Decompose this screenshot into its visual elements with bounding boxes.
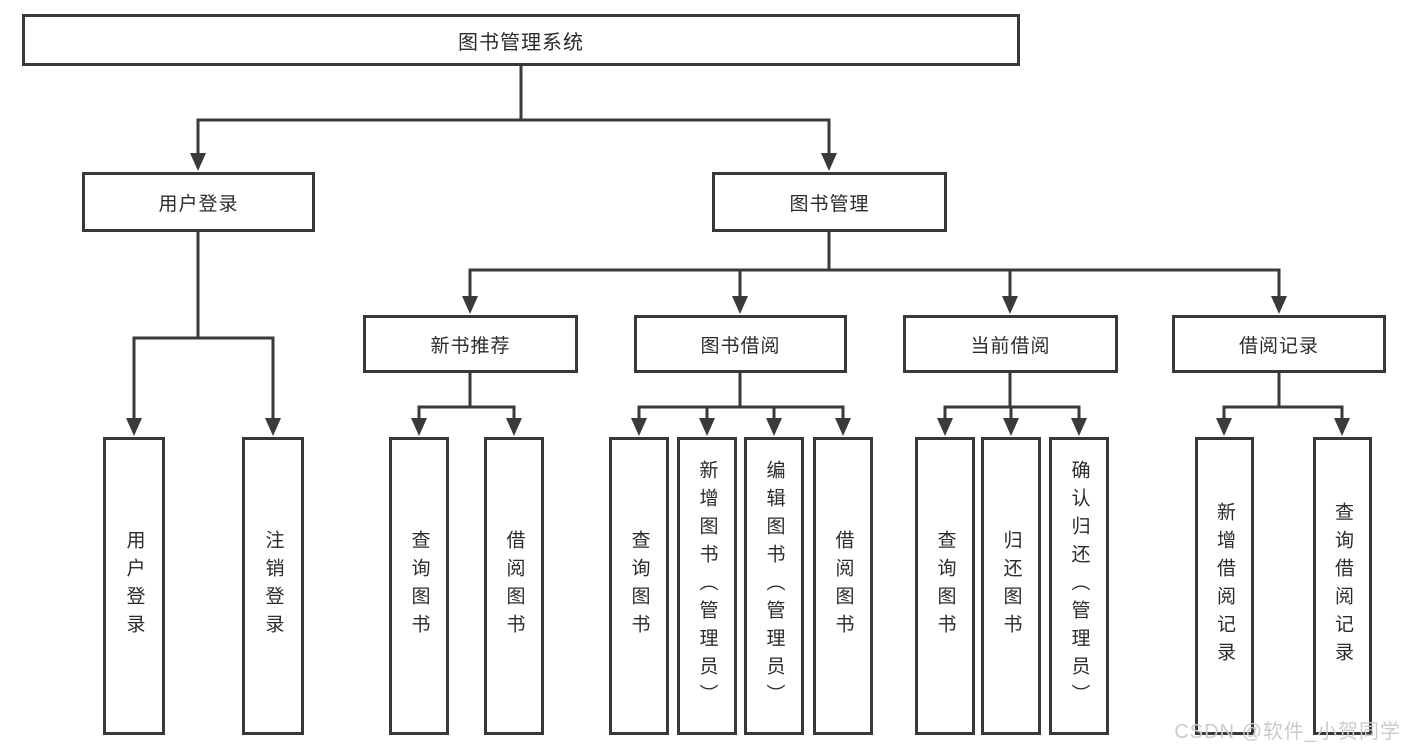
node-book-management-system: 图书管理系统 xyxy=(22,14,1020,66)
arrow-icon xyxy=(1271,296,1287,314)
edge-borrowing-records xyxy=(1222,373,1344,420)
arrow-icon xyxy=(699,418,715,436)
node-new-book-recommend: 新书推荐 xyxy=(363,315,578,373)
arrow-icon xyxy=(1002,296,1018,314)
leaf-borrow-books-borrowing: 借阅图书 xyxy=(813,437,873,735)
arrow-icon xyxy=(1071,418,1087,436)
edge-new-book-recommend xyxy=(417,373,516,420)
arrow-icon xyxy=(265,418,281,436)
leaf-user-login: 用户登录 xyxy=(103,437,165,735)
leaf-borrow-books-recommend: 借阅图书 xyxy=(484,437,544,735)
arrow-icon xyxy=(835,418,851,436)
arrow-icon xyxy=(937,418,953,436)
csdn-watermark: CSDN @软件_小贺同学 xyxy=(1174,721,1401,743)
arrowheads xyxy=(126,153,1350,436)
arrow-icon xyxy=(126,418,142,436)
leaf-query-books-borrowing: 查询图书 xyxy=(609,437,669,735)
edge-root xyxy=(196,66,831,154)
edge-book-management xyxy=(468,232,1281,297)
node-current-borrowing: 当前借阅 xyxy=(903,315,1118,373)
node-book-borrowing: 图书借阅 xyxy=(634,315,847,373)
leaf-add-borrow-record: 新增借阅记录 xyxy=(1195,437,1254,735)
node-user-login-group: 用户登录 xyxy=(82,172,315,232)
leaf-logout: 注销登录 xyxy=(242,437,304,735)
leaf-query-books-current: 查询图书 xyxy=(915,437,975,735)
node-book-management: 图书管理 xyxy=(712,172,947,232)
leaf-query-books-recommend: 查询图书 xyxy=(389,437,449,735)
edge-current-borrowing xyxy=(943,373,1081,420)
arrow-icon xyxy=(821,153,837,171)
leaf-return-books: 归还图书 xyxy=(981,437,1041,735)
arrow-icon xyxy=(766,418,782,436)
leaf-add-books-admin: 新增图书（管理员） xyxy=(677,437,737,735)
arrow-icon xyxy=(190,153,206,171)
edge-book-borrowing xyxy=(637,373,845,420)
leaf-confirm-return-admin: 确认归还（管理员） xyxy=(1049,437,1109,735)
arrow-icon xyxy=(1003,418,1019,436)
arrow-icon xyxy=(1334,418,1350,436)
arrow-icon xyxy=(1216,418,1232,436)
leaf-query-borrow-record: 查询借阅记录 xyxy=(1313,437,1372,735)
leaf-edit-books-admin: 编辑图书（管理员） xyxy=(744,437,804,735)
arrow-icon xyxy=(411,418,427,436)
arrow-icon xyxy=(506,418,522,436)
edge-user-login-group xyxy=(132,232,275,420)
arrow-icon xyxy=(631,418,647,436)
arrow-icon xyxy=(732,296,748,314)
arrow-icon xyxy=(462,296,478,314)
node-borrowing-records: 借阅记录 xyxy=(1172,315,1386,373)
